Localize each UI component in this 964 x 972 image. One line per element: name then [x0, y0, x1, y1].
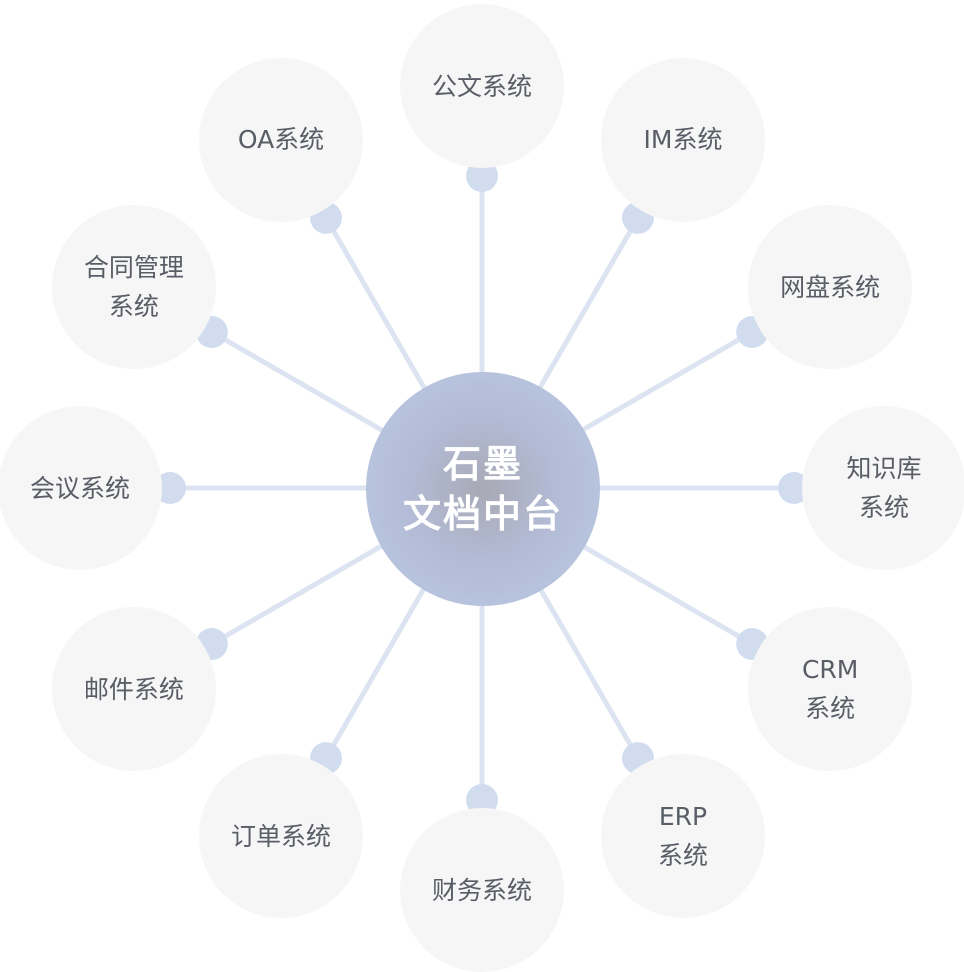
connector-dot-huiyi: [154, 472, 186, 504]
system-node-caiwu: 财务系统: [400, 808, 564, 972]
connector-line-erp: [536, 583, 641, 761]
connector-line-youjian: [209, 542, 387, 647]
system-label-crm: CRM: [801, 655, 859, 684]
system-label-huiyi: 会议系统: [29, 473, 130, 503]
system-label-zhishiku: 知识库: [846, 454, 922, 483]
system-label-caiwu: 财务系统: [431, 875, 532, 905]
system-node-wangpan: 网盘系统: [748, 205, 913, 369]
connector-line-oa: [323, 215, 428, 393]
connector-line-wangpan: [577, 329, 755, 434]
system-label-hetong: 系统: [108, 292, 159, 321]
system-label-youjian: 邮件系统: [83, 674, 184, 704]
connector-dot-gongwen: [466, 160, 498, 192]
hub-node: 石墨 文档中台: [366, 372, 600, 606]
system-label-hetong: 合同管理: [83, 253, 184, 282]
system-node-dingdan: 订单系统: [199, 754, 363, 919]
system-node-crm: CRM 系统: [748, 607, 913, 771]
connector-line-im: [536, 215, 641, 393]
system-node-im: IM系统: [601, 57, 765, 222]
system-node-zhishiku: 知识库系统: [802, 406, 964, 570]
system-label-im: IM系统: [643, 125, 723, 155]
system-node-erp: ERP 系统: [601, 754, 765, 919]
system-node-oa: OA系统: [199, 57, 363, 222]
connector-line-dingdan: [323, 583, 428, 761]
connector-line-hetong: [209, 329, 387, 434]
system-label-erp: ERP: [658, 802, 708, 832]
system-node-gongwen: 公文系统: [400, 4, 564, 168]
hub-title-line-1: 石墨: [442, 442, 523, 486]
system-label-gongwen: 公文系统: [431, 71, 532, 101]
system-label-dingdan: 订单系统: [230, 821, 331, 851]
system-label-wangpan: 网盘系统: [780, 272, 881, 302]
system-label-zhishiku: 系统: [858, 493, 909, 522]
system-label-oa: OA系统: [237, 125, 325, 155]
connector-line-crm: [577, 542, 755, 647]
hub-title-line-2: 文档中台: [402, 492, 563, 536]
system-node-hetong: 合同管理系统: [51, 205, 216, 369]
system-node-huiyi: 会议系统: [0, 406, 162, 570]
system-label-erp: 系统: [657, 841, 708, 871]
system-label-crm: 系统: [805, 694, 856, 723]
system-node-youjian: 邮件系统: [51, 607, 216, 771]
